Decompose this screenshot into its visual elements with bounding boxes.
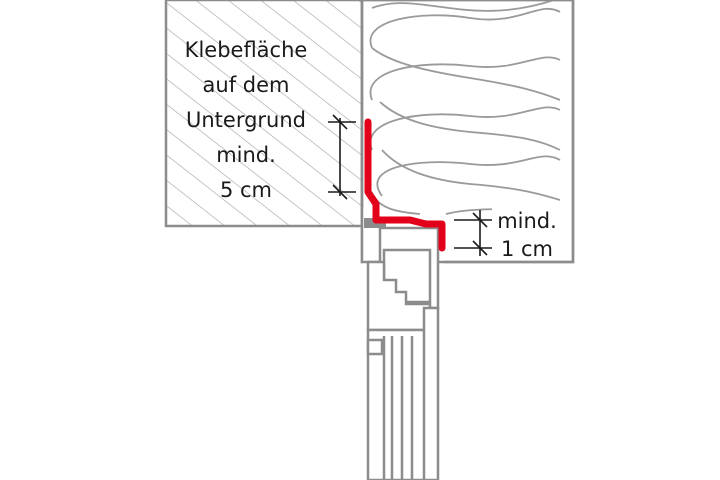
adhesive-label-line2: auf dem (203, 73, 290, 97)
window-frame-profile (366, 226, 440, 480)
dimension-adhesive-5cm (328, 114, 356, 200)
adhesive-area-label: Klebefläche auf dem Untergrund mind. 5 c… (185, 38, 308, 202)
overlap-label-line1: mind. (497, 209, 557, 233)
adhesive-label-line1: Klebefläche (185, 38, 308, 62)
dimension-overlap-1cm (454, 210, 492, 256)
adhesive-label-line4: mind. (216, 143, 276, 167)
overlap-label-line2: 1 cm (501, 237, 553, 261)
overlap-label: mind. 1 cm (492, 208, 570, 261)
insulation-block (360, 0, 575, 264)
adhesive-membrane (364, 118, 446, 252)
adhesive-label-line3: Untergrund (186, 108, 306, 132)
insulation-pattern (369, 0, 564, 239)
adhesive-label-line5: 5 cm (220, 178, 272, 202)
masonry-wall (164, 0, 364, 228)
